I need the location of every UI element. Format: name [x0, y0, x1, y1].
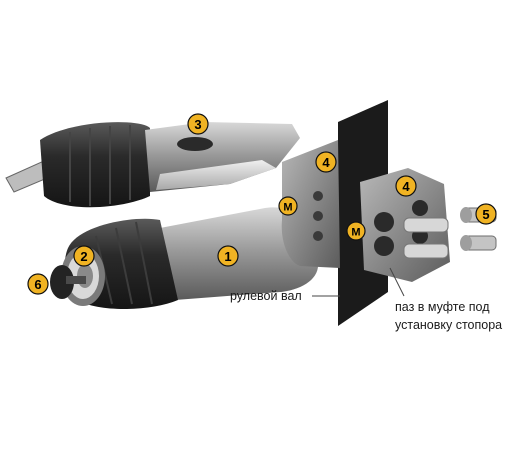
- clutch-block: [360, 168, 450, 282]
- callout-4b-badge: 4: [395, 175, 417, 197]
- callout-2-label: 2: [80, 249, 87, 264]
- callout-4a-label: 4: [322, 155, 330, 170]
- callout-m2-label: M: [351, 227, 360, 239]
- callout-5-badge: 5: [475, 203, 497, 225]
- callout-m2-badge: M: [346, 221, 366, 241]
- callout-m1-badge: M: [278, 196, 298, 216]
- steering-shaft-label: рулевой вал: [230, 289, 302, 303]
- callout-m1-label: M: [283, 202, 292, 214]
- callout-6-label: 6: [34, 277, 41, 292]
- callout-3-label: 3: [194, 117, 201, 132]
- callout-4a-badge: 4: [315, 151, 337, 173]
- key: [50, 265, 86, 299]
- callout-3-badge: 3: [187, 113, 209, 135]
- callout-4b-label: 4: [402, 179, 410, 194]
- callout-1-badge: 1: [217, 245, 239, 267]
- groove-label-line1: паз в муфте под: [395, 300, 490, 314]
- groove-label-line2: установку стопора: [395, 318, 503, 332]
- callout-5-label: 5: [482, 207, 489, 222]
- callout-2-badge: 2: [73, 245, 95, 267]
- lock-upper-assembly: [5, 122, 300, 208]
- callout-6-badge: 6: [27, 273, 49, 295]
- callout-1-label: 1: [224, 249, 231, 264]
- leader-lines: [312, 267, 405, 297]
